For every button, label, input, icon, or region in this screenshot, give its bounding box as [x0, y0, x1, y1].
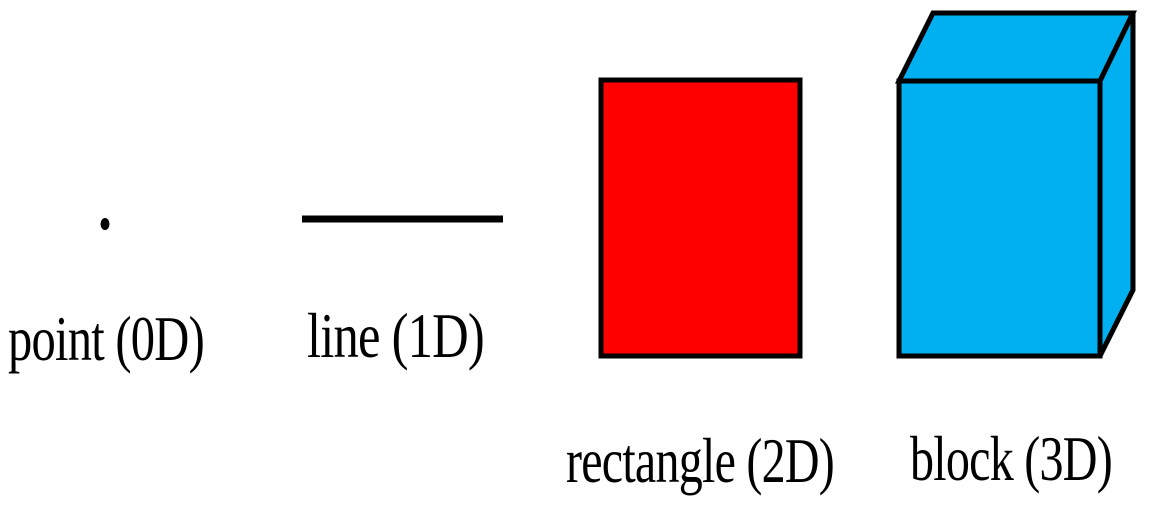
rectangle-label: rectangle (2D) — [566, 425, 834, 496]
point-label: point (0D) — [8, 303, 204, 374]
line-label: line (1D) — [307, 300, 484, 371]
rectangle-shape — [598, 77, 803, 359]
block-front-face — [896, 78, 1103, 359]
block-figure — [894, 10, 1137, 359]
block-top-face — [894, 10, 1137, 84]
block-label: block (3D) — [910, 423, 1112, 494]
rectangle-figure — [598, 77, 803, 359]
point-dot — [100, 218, 110, 230]
point-figure — [100, 218, 110, 230]
